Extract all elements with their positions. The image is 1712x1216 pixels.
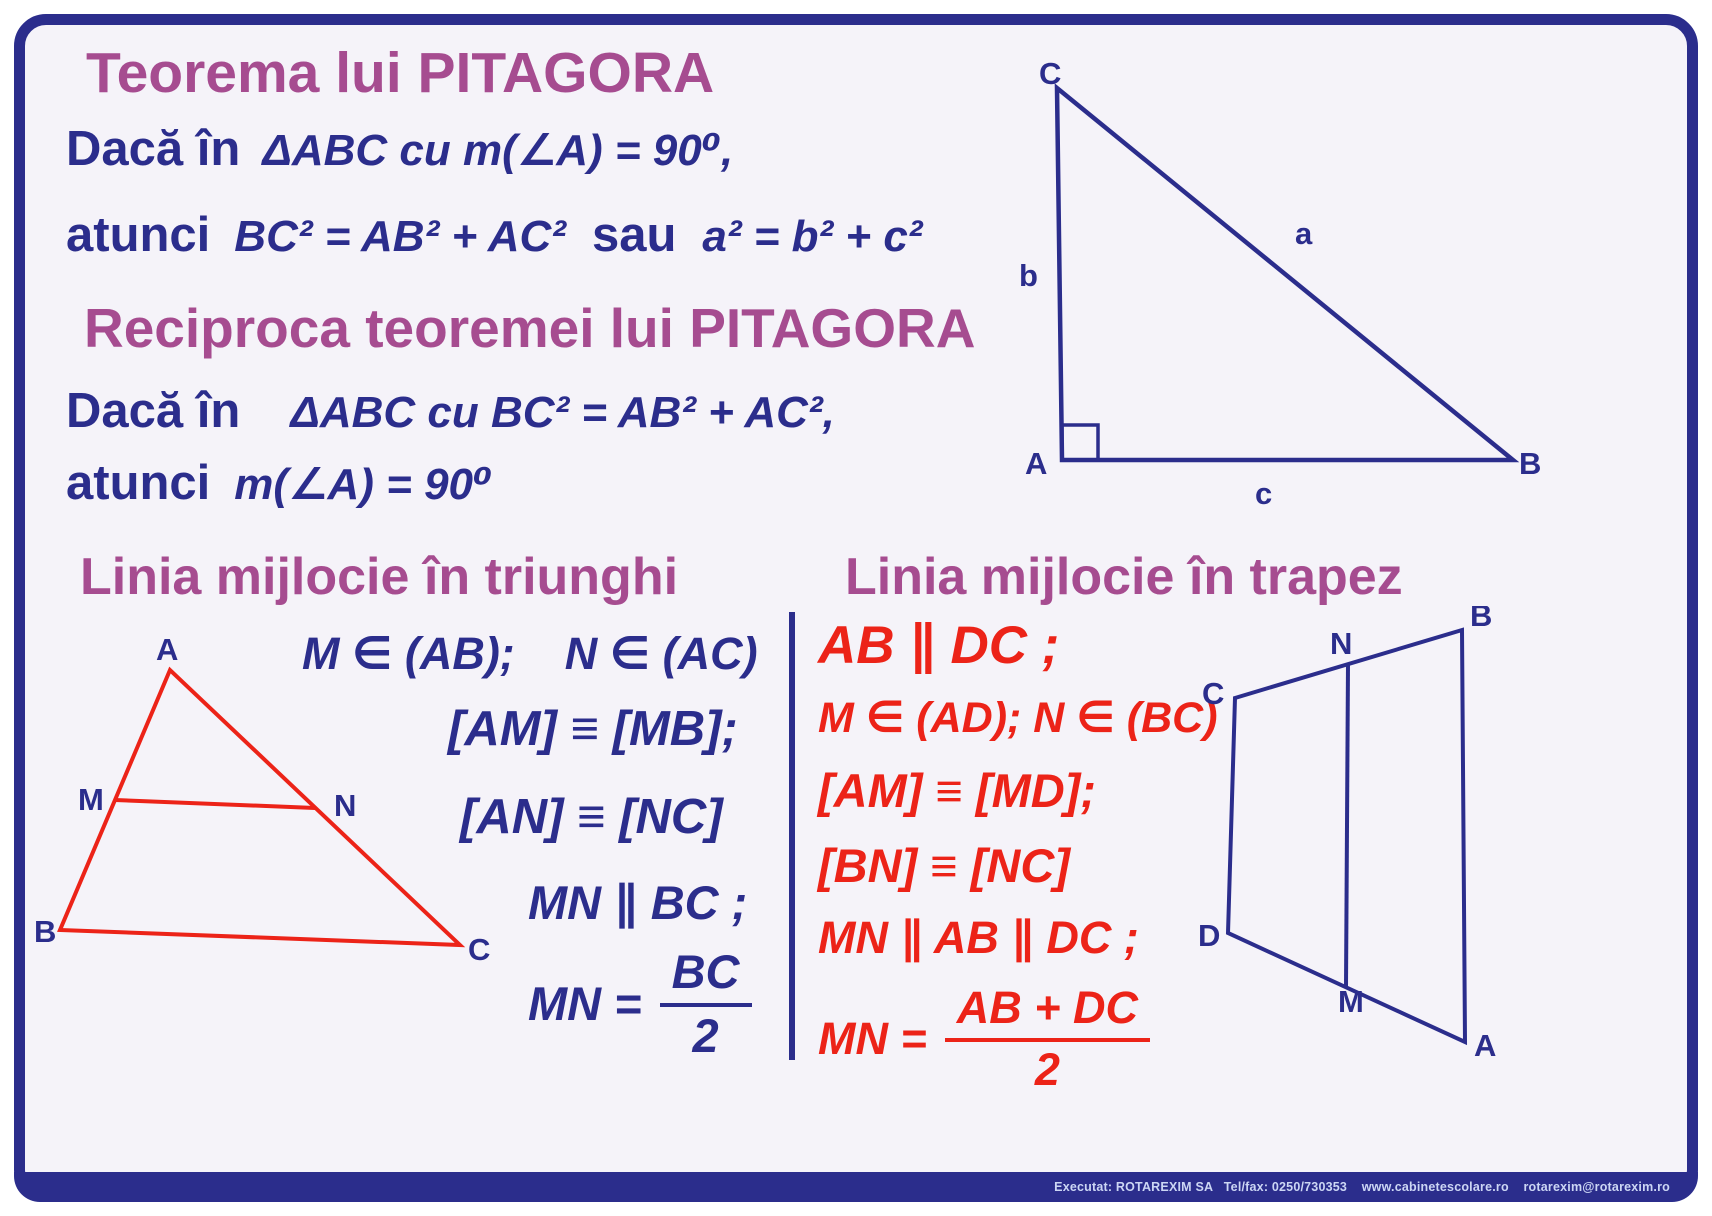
triangle-formula-1-text: M ∈ (AB); N ∈ (AC) (302, 628, 758, 679)
vertex-label-b: B (1470, 606, 1492, 633)
triangle-formula-4: MN ∥ BC ; (528, 876, 748, 929)
reciprocal-concl-label: atunci (66, 456, 211, 510)
trapezoid-midline-segment (1344, 663, 1350, 988)
pythagoras-cond-math: ΔABC cu m(∠A) = 90⁰, (262, 126, 734, 175)
triangle-formula-5: MN = BC 2 (528, 945, 752, 1063)
right-triangle-shape (1054, 83, 1520, 463)
pythagoras-concl-sep: sau (591, 208, 677, 262)
midpoint-label-m: M (1338, 984, 1364, 1019)
reciprocal-title: Reciproca teoremei lui PITAGORA (84, 297, 976, 359)
trapezoid-formula-4: [BN] ≡ [NC] (818, 839, 1070, 892)
reciprocal-cond-math: ΔABC cu BC² = AB² + AC², (290, 388, 835, 437)
footer-credits: Executat: ROTAREXIM SA Tel/fax: 0250/730… (1054, 1180, 1670, 1194)
triangle-formula-5-fraction: BC 2 (659, 945, 752, 1063)
reciprocal-cond-label: Dacă în (66, 384, 241, 438)
vertex-label-a: A (1474, 1028, 1496, 1063)
trapezoid-formula-6: MN = AB + DC 2 (818, 982, 1151, 1096)
side-label-c: c (1255, 476, 1272, 511)
pythagoras-cond-label: Dacă în (66, 122, 241, 176)
trapezoid-formula-2: M ∈ (AD); N ∈ (BC) (818, 694, 1218, 742)
reciprocal-conclusion-line: atunci m(∠A) = 90⁰ (66, 456, 493, 510)
pythagoras-conclusion-line: atunci BC² = AB² + AC² sau a² = b² + c² (66, 208, 923, 262)
trapezoid-formula-2-text: M ∈ (AD); N ∈ (BC) (818, 694, 1218, 742)
side-label-a: a (1295, 216, 1313, 251)
triangle-midline-diagram: A B C M N (34, 638, 490, 967)
reciprocal-concl-math: m(∠A) = 90⁰ (234, 460, 493, 509)
vertex-label-a: A (156, 638, 178, 667)
trapezoid-shape (1225, 627, 1468, 1046)
trapezoid-formula-6-fraction: AB + DC 2 (944, 982, 1151, 1096)
poster-frame (14, 14, 1698, 1202)
vertex-label-d: D (1198, 918, 1220, 953)
trapezoid-midline-diagram: B N C D M A (1198, 606, 1496, 1063)
triangle-formula-3-text: [AN] ≡ [NC] (460, 790, 723, 844)
fraction-denominator: 2 (1034, 1043, 1060, 1095)
trapezoid-formula-3: [AM] ≡ [MD]; (818, 764, 1096, 817)
side-label-b: b (1019, 258, 1038, 293)
triangle-formula-2: [AM] ≡ [MB]; (448, 702, 738, 756)
pythagoras-title: Teorema lui PITAGORA (86, 41, 715, 105)
vertex-label-c: C (468, 932, 490, 967)
pythagoras-concl-math1: BC² = AB² + AC² (234, 212, 566, 261)
vertex-label-b: B (34, 914, 56, 949)
vertex-label-c: C (1039, 58, 1061, 91)
vertex-label-b: B (1519, 446, 1541, 481)
trapezoid-formula-1: AB ∥ DC ; (818, 618, 1059, 674)
triangle-formula-3: [AN] ≡ [NC] (460, 790, 723, 844)
triangle-midline-title: Linia mijlocie în triunghi (80, 548, 679, 606)
trapezoid-formula-6-lhs: MN = (818, 1013, 927, 1065)
trapezoid-formula-1-text: AB ∥ DC ; (818, 616, 1060, 675)
pythagoras-concl-label: atunci (66, 208, 211, 262)
triangle-formula-4-text: MN ∥ BC ; (528, 876, 748, 929)
fraction-numerator: BC (659, 945, 752, 1008)
trapezoid-formula-5-text: MN ∥ AB ∥ DC ; (818, 912, 1139, 963)
triangle-formula-2-text: [AM] ≡ [MB]; (448, 702, 738, 756)
triangle-formula-1: M ∈ (AB); N ∈ (AC) (302, 628, 758, 679)
midpoint-label-n: N (334, 788, 356, 823)
right-triangle-diagram: C A B b a c (1019, 58, 1541, 511)
trapezoid-formula-5: MN ∥ AB ∥ DC ; (818, 912, 1139, 963)
right-angle-marker (1060, 423, 1100, 462)
pythagoras-condition-line: Dacă în ΔABC cu m(∠A) = 90⁰, (66, 122, 734, 176)
fraction-numerator: AB + DC (944, 982, 1151, 1042)
midpoint-label-n: N (1330, 626, 1352, 661)
trapezoid-midline-title: Linia mijlocie în trapez (845, 548, 1403, 606)
pythagoras-concl-math2: a² = b² + c² (702, 212, 923, 261)
trapezoid-formula-4-text: [BN] ≡ [NC] (818, 839, 1070, 892)
triangle-formula-5-lhs: MN = (528, 977, 642, 1031)
midpoint-label-m: M (78, 782, 104, 817)
footer-bar: Executat: ROTAREXIM SA Tel/fax: 0250/730… (14, 1172, 1698, 1202)
vertex-label-a: A (1025, 446, 1047, 481)
triangle-midline-segment (114, 798, 316, 810)
trapezoid-formula-3-text: [AM] ≡ [MD]; (818, 764, 1096, 817)
section-divider (789, 612, 795, 1060)
vertex-label-c: C (1202, 676, 1224, 711)
fraction-denominator: 2 (692, 1009, 719, 1063)
reciprocal-condition-line: Dacă în ΔABC cu BC² = AB² + AC², (66, 384, 835, 438)
